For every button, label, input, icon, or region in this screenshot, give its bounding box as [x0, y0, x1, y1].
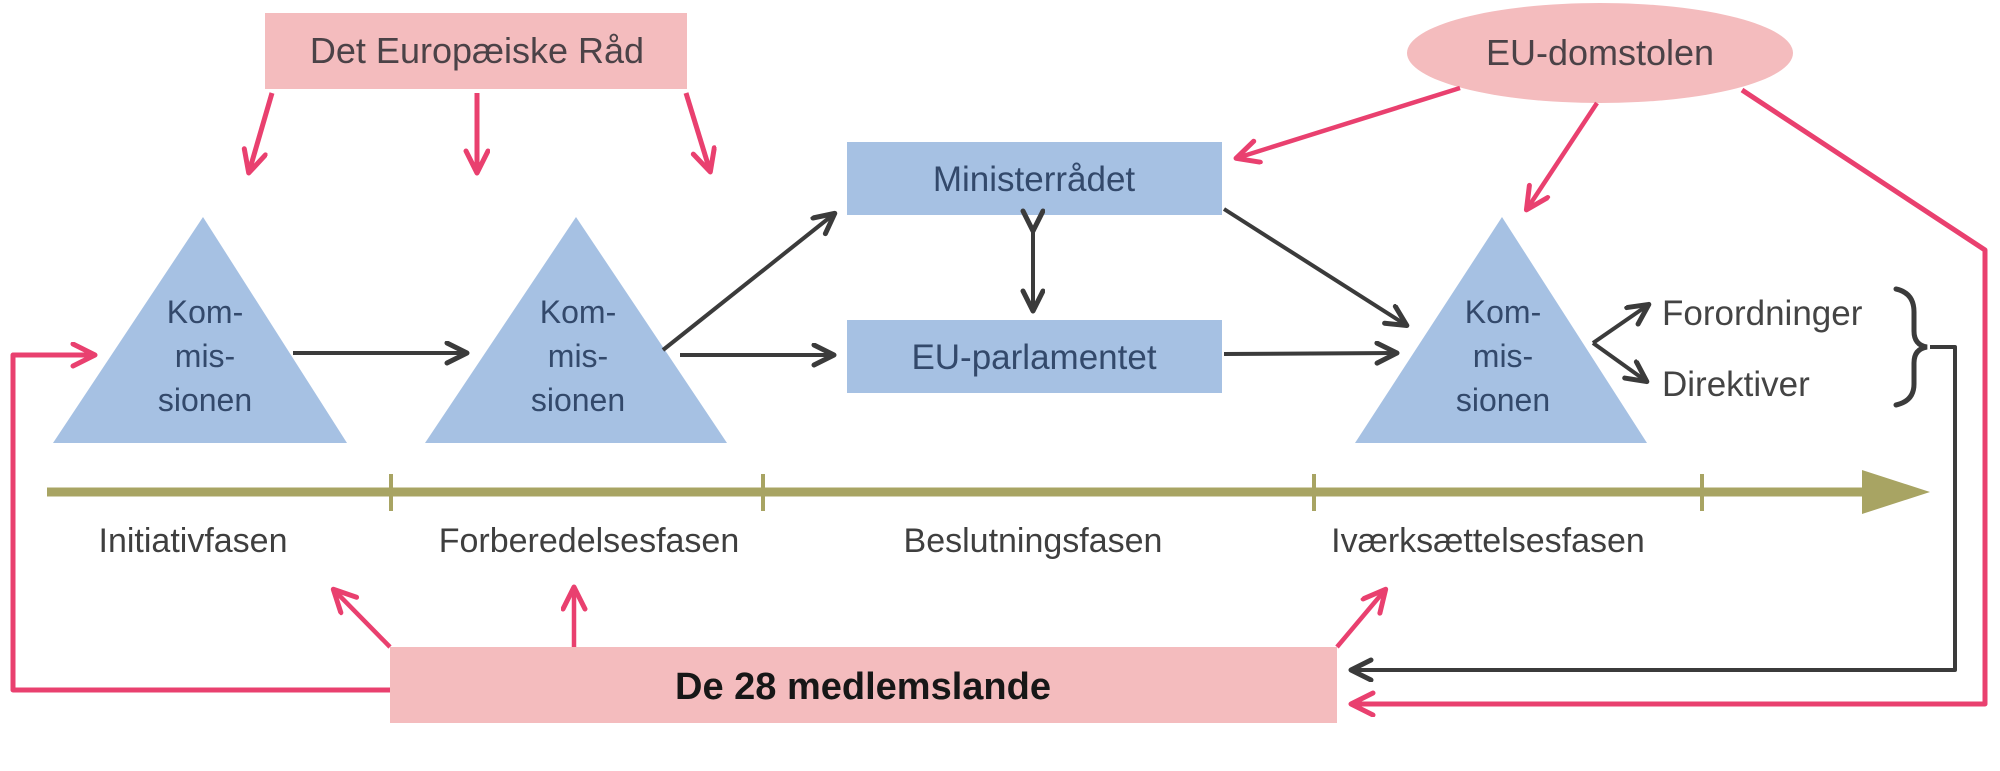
arrow-to-direktiver: [1591, 341, 1646, 381]
arrow-kommissionen2-to-ministerraadet: [661, 214, 834, 352]
pink-feedback-right-line: [1352, 87, 1988, 704]
direktiver-label: Direktiver: [1662, 365, 1810, 404]
kommissionen-2-line2: mis-: [548, 338, 608, 374]
node-eu-domstolen: EU-domstolen: [1407, 3, 1793, 103]
node-kommissionen-3: Kom- mis- sionen: [1355, 217, 1647, 443]
arrows-from-members: [334, 588, 1385, 649]
kommissionen-2-line1: Kom-: [540, 294, 616, 330]
kommissionen-3-triangle: [1355, 217, 1647, 443]
pink-feedback-left-line: [10, 355, 390, 693]
pink-arrow-to-ministerraadet: [1237, 85, 1461, 158]
arrow-ministerraadet-to-kommissionen3: [1222, 207, 1406, 325]
timeline: Initiativfasen Forberedelsesfasen Beslut…: [47, 470, 1930, 560]
phase-label-ivaerksaettelsesfasen: Iværksættelsesfasen: [1331, 522, 1645, 560]
kommissionen-1-line2: mis-: [175, 338, 235, 374]
pink-arrow-down-left: [249, 92, 275, 172]
law-outputs: Forordninger Direktiver: [1352, 286, 1957, 670]
kommissionen-1-line3: sionen: [158, 382, 252, 418]
arrow-to-forordninger: [1591, 305, 1648, 345]
node-kommissionen-2: Kom- mis- sionen: [425, 217, 727, 443]
kommissionen-2-triangle: [425, 217, 727, 443]
node-eu-parlamentet: EU-parlamentet: [847, 320, 1222, 393]
kommissionen-3-line3: sionen: [1456, 382, 1550, 418]
phase-label-beslutningsfasen: Beslutningsfasen: [904, 522, 1163, 560]
eu-domstolen-ellipse: [1407, 3, 1793, 103]
phase-label-forberedelsesfasen: Forberedelsesfasen: [439, 522, 740, 560]
curly-brace-icon: [1893, 286, 1928, 408]
node-ministerraadet: Ministerrådet: [847, 142, 1222, 215]
eu-domstolen-label: EU-domstolen: [1486, 32, 1714, 73]
arrows-from-europaeiske-raad: [249, 92, 710, 172]
kommissionen-1-line1: Kom-: [167, 294, 243, 330]
kommissionen-2-line3: sionen: [531, 382, 625, 418]
node-kommissionen-1: Kom- mis- sionen: [53, 217, 347, 443]
kommissionen-3-line1: Kom-: [1465, 294, 1541, 330]
ministerraadet-box: [847, 142, 1222, 215]
kommissionen-3-line2: mis-: [1473, 338, 1533, 374]
eu-parlamentet-box: [847, 320, 1222, 393]
pink-arrow-to-kommissionen: [1527, 101, 1599, 209]
medlemslande-label: De 28 medlemslande: [675, 666, 1051, 708]
ministerraadet-label: Ministerrådet: [933, 160, 1136, 199]
phase-label-initiativfasen: Initiativfasen: [99, 522, 288, 560]
medlemslande-box: [390, 647, 1337, 723]
det-europaeiske-raad-label: Det Europæiske Råd: [310, 30, 644, 71]
timeline-arrowhead-icon: [1862, 470, 1930, 514]
process-arrows: [293, 207, 1648, 381]
node-det-europaeiske-raad: Det Europæiske Råd: [265, 13, 687, 89]
dark-feedback-line-to-members: [1352, 345, 1957, 670]
kommissionen-1-triangle: [53, 217, 347, 443]
node-de-28-medlemslande: De 28 medlemslande: [390, 647, 1337, 723]
arrow-parlamentet-to-kommissionen3: [1223, 353, 1396, 354]
forordninger-label: Forordninger: [1662, 294, 1863, 333]
eu-parlamentet-label: EU-parlamentet: [911, 338, 1156, 377]
det-europaeiske-raad-box: [265, 13, 687, 89]
pink-arrow-to-initiativfasen: [334, 590, 392, 649]
arrows-from-eu-domstolen: [1237, 85, 1988, 704]
pink-arrow-down-right: [683, 92, 710, 171]
pink-arrow-to-ivaerksaettelsesfasen: [1335, 590, 1385, 649]
